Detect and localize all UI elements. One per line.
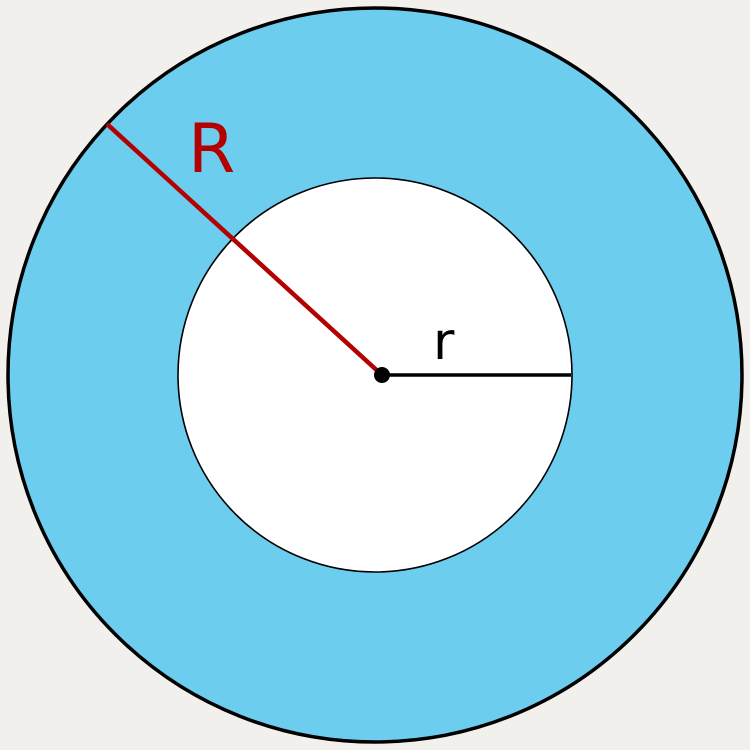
center-point (374, 367, 390, 383)
outer-radius-label: R (188, 110, 235, 189)
outer-radius-line (105, 122, 384, 377)
inner-radius-label: r (433, 312, 455, 372)
